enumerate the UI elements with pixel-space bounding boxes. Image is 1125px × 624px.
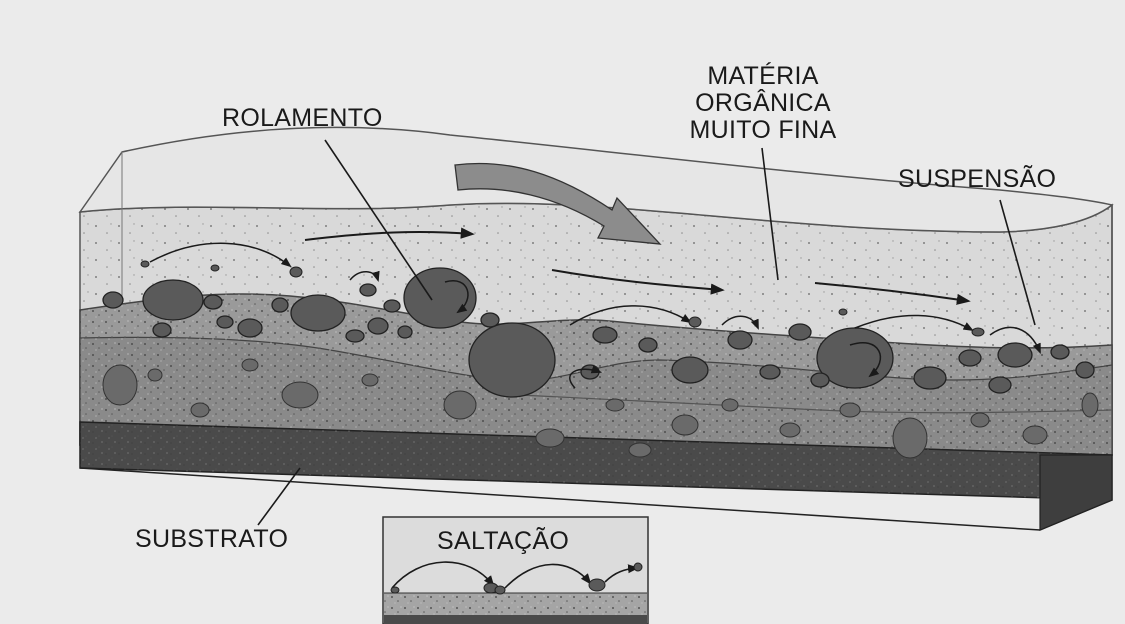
buried-stone bbox=[362, 374, 378, 386]
pebble bbox=[404, 268, 476, 328]
buried-stone bbox=[242, 359, 258, 371]
pebble bbox=[639, 338, 657, 352]
small-grain bbox=[290, 267, 302, 277]
inset-grain bbox=[391, 587, 399, 593]
inset-sediment-grain bbox=[384, 593, 647, 615]
pebble bbox=[346, 330, 364, 342]
pebble bbox=[153, 323, 171, 337]
buried-stone bbox=[148, 369, 162, 381]
label-substrato: SUBSTRATO bbox=[135, 526, 288, 553]
buried-stone bbox=[103, 365, 137, 405]
buried-stone bbox=[1082, 393, 1098, 417]
small-grain bbox=[141, 261, 149, 267]
buried-stone bbox=[536, 429, 564, 447]
pebble bbox=[481, 313, 499, 327]
small-grain bbox=[839, 309, 847, 315]
pebble bbox=[143, 280, 203, 320]
pebble bbox=[1051, 345, 1069, 359]
leader-substrato bbox=[258, 468, 300, 525]
pebble bbox=[989, 377, 1011, 393]
pebble bbox=[789, 324, 811, 340]
small-grain bbox=[972, 328, 984, 336]
label-materia-line3: MUITO FINA bbox=[668, 117, 858, 144]
buried-stone bbox=[893, 418, 927, 458]
label-materia-line2: ORGÂNICA bbox=[668, 90, 858, 117]
small-grain bbox=[211, 265, 219, 271]
inset-grain bbox=[589, 579, 605, 591]
buried-stone bbox=[722, 399, 738, 411]
inset-grain bbox=[634, 563, 642, 571]
label-materia-organica: MATÉRIA ORGÂNICA MUITO FINA bbox=[668, 63, 858, 144]
buried-stone bbox=[840, 403, 860, 417]
pebble bbox=[384, 300, 400, 312]
pebble bbox=[291, 295, 345, 331]
buried-stone bbox=[282, 382, 318, 408]
pebble bbox=[760, 365, 780, 379]
pebble bbox=[672, 357, 708, 383]
pebble bbox=[728, 331, 752, 349]
pebble bbox=[469, 323, 555, 397]
label-materia-line1: MATÉRIA bbox=[668, 63, 858, 90]
pebble bbox=[238, 319, 262, 337]
small-grain bbox=[689, 317, 701, 327]
pebble bbox=[272, 298, 288, 312]
pebble bbox=[103, 292, 123, 308]
buried-stone bbox=[672, 415, 698, 435]
pebble bbox=[360, 284, 376, 296]
pebble bbox=[959, 350, 981, 366]
buried-stone bbox=[780, 423, 800, 437]
inset-grain bbox=[495, 586, 505, 594]
pebble bbox=[811, 373, 829, 387]
buried-stone bbox=[444, 391, 476, 419]
pebble bbox=[914, 367, 946, 389]
buried-stone bbox=[1023, 426, 1047, 444]
pebble bbox=[398, 326, 412, 338]
buried-stone bbox=[629, 443, 651, 457]
buried-stone bbox=[191, 403, 209, 417]
label-rolamento: ROLAMENTO bbox=[222, 105, 383, 132]
label-saltacao: SALTAÇÃO bbox=[437, 528, 569, 555]
pebble bbox=[593, 327, 617, 343]
pebble bbox=[368, 318, 388, 334]
pebble bbox=[1076, 362, 1094, 378]
buried-stone bbox=[606, 399, 624, 411]
pebble bbox=[581, 365, 599, 379]
pebble bbox=[998, 343, 1032, 367]
pebble bbox=[217, 316, 233, 328]
buried-stone bbox=[971, 413, 989, 427]
inset-substrate bbox=[384, 615, 647, 624]
label-suspensao: SUSPENSÃO bbox=[898, 166, 1056, 193]
pebble bbox=[204, 295, 222, 309]
front-base bbox=[1040, 455, 1112, 530]
